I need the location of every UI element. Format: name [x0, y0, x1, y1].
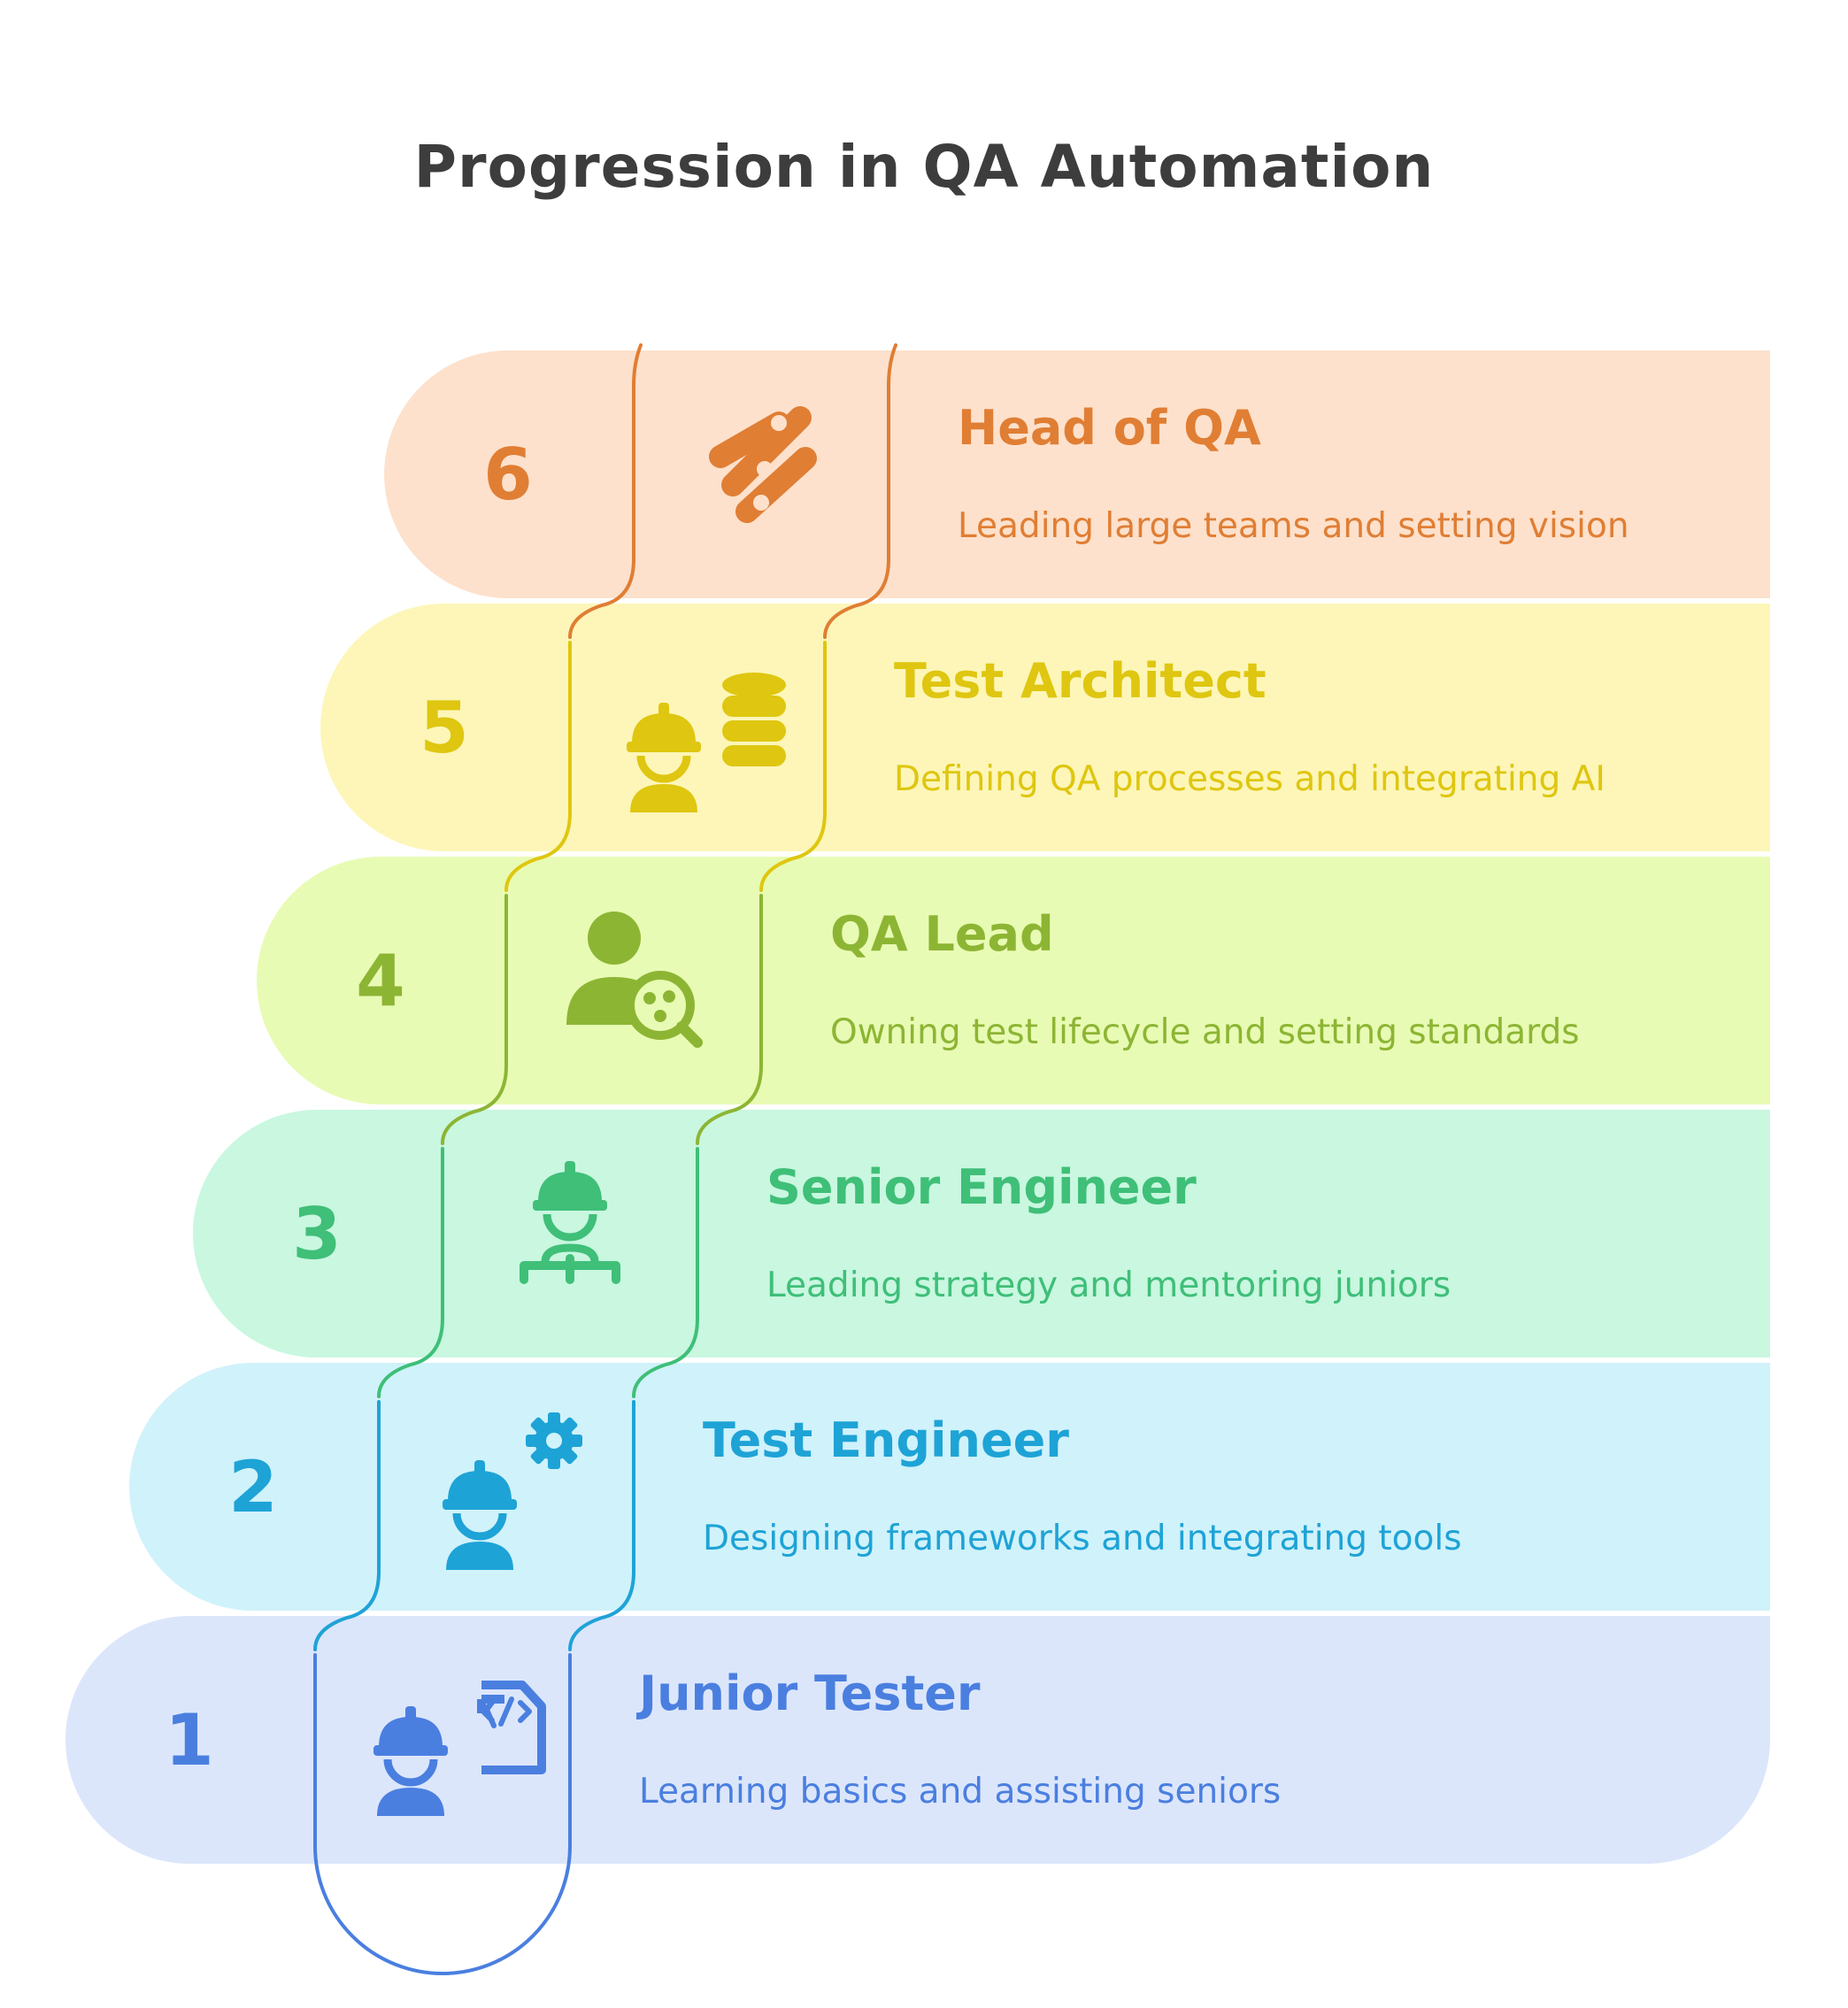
level-2-connector	[313, 1400, 635, 1651]
level-2-band	[129, 1363, 1770, 1611]
level-6-title: Head of QA	[958, 400, 1261, 456]
worker-database-icon	[627, 673, 786, 812]
level-6-description: Leading large teams and setting vision	[958, 506, 1629, 546]
level-4-title: QA Lead	[830, 906, 1054, 962]
level-2-title: Test Engineer	[703, 1412, 1069, 1468]
level-1-connector	[313, 1653, 572, 1975]
user-search-icon	[566, 912, 703, 1048]
level-3-title: Senior Engineer	[766, 1159, 1197, 1215]
level-6-connector	[568, 343, 897, 639]
level-3-description: Leading strategy and mentoring juniors	[766, 1266, 1451, 1305]
level-1-title: Junior Tester	[639, 1666, 981, 1721]
level-3-number: 3	[292, 1193, 342, 1275]
level-5-title: Test Architect	[894, 653, 1267, 709]
diagram-title: Progression in QA Automation	[413, 133, 1435, 201]
worker-pipe-icon	[520, 1161, 620, 1284]
level-1-number: 1	[165, 1699, 214, 1781]
worker-code-icon	[373, 1681, 546, 1816]
level-6-number: 6	[483, 434, 533, 516]
strategy-bars-icon	[709, 406, 817, 523]
level-5-connector	[504, 641, 827, 892]
worker-gear-icon	[443, 1412, 582, 1570]
level-4-connector	[441, 894, 763, 1145]
level-5-description: Defining QA processes and integrating AI	[894, 759, 1605, 799]
level-3-band	[193, 1110, 1770, 1358]
level-1-band	[65, 1616, 1770, 1864]
level-5-band	[320, 604, 1770, 851]
level-2-description: Designing frameworks and integrating too…	[703, 1519, 1462, 1558]
level-5-number: 5	[420, 687, 469, 769]
level-4-number: 4	[356, 940, 405, 1022]
level-6-band	[384, 350, 1770, 598]
level-2-number: 2	[228, 1446, 278, 1528]
level-1-description: Learning basics and assisting seniors	[639, 1772, 1282, 1812]
level-3-connector	[377, 1147, 699, 1398]
level-4-description: Owning test lifecycle and setting standa…	[830, 1012, 1580, 1052]
level-4-band	[257, 857, 1770, 1104]
